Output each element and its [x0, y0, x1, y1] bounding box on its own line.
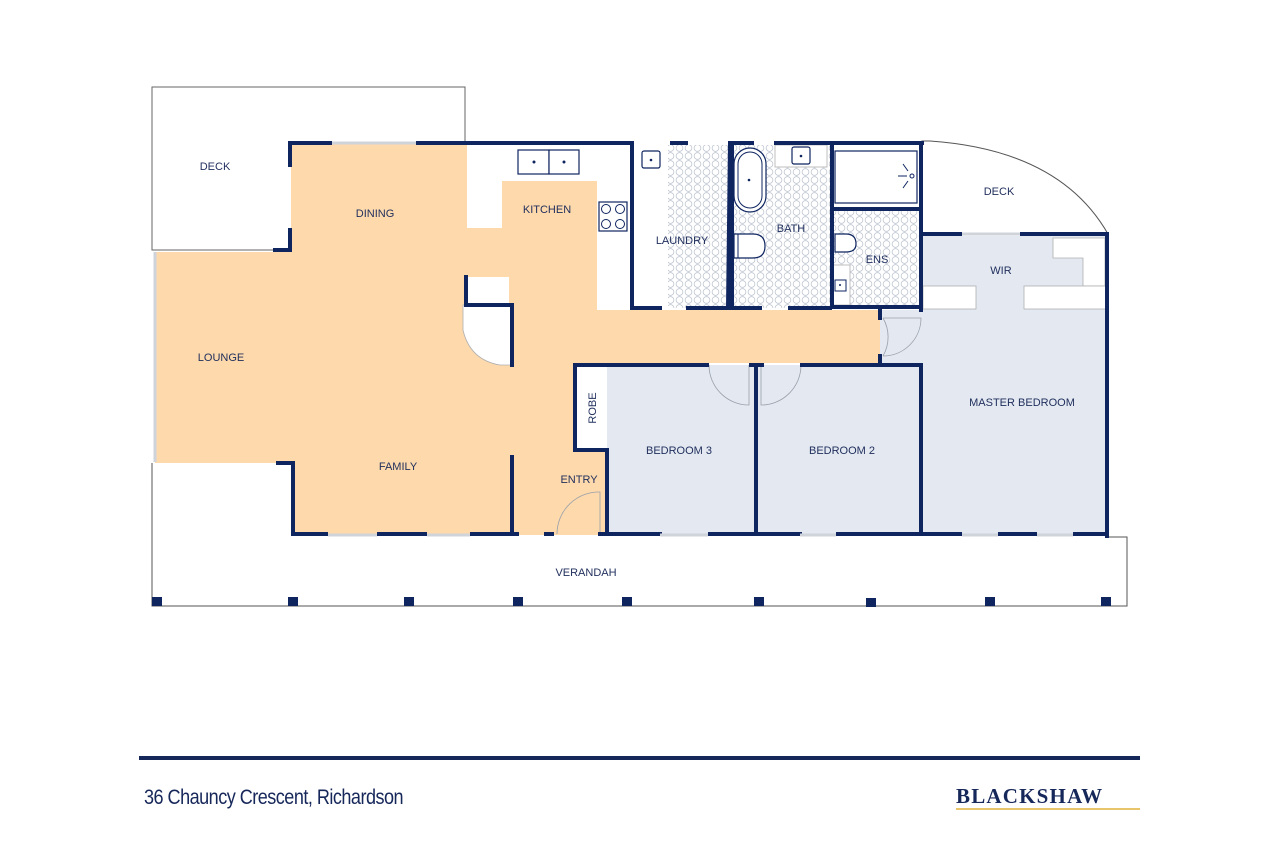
master-wir-floor [880, 236, 1107, 535]
laundry-tub-icon [641, 150, 661, 169]
brand-underline [956, 808, 1140, 810]
room-label-lounge: LOUNGE [198, 352, 244, 364]
room-label-laundry: LAUNDRY [656, 235, 709, 247]
door-swings [556, 317, 922, 535]
room-label-dining: DINING [356, 208, 395, 220]
room-label-bath: BATH [777, 223, 806, 235]
bathtub-icon [733, 147, 767, 213]
property-address: 36 Chauncy Crescent, Richardson [144, 786, 404, 809]
room-label-bedroom-2: BEDROOM 2 [809, 445, 875, 457]
room-label-robe: ROBE [587, 392, 599, 423]
bath-vanity-icon [774, 144, 828, 168]
windows [153, 141, 1073, 537]
room-label-wir: WIR [990, 265, 1011, 277]
laundry-floor [668, 145, 730, 308]
room-label-entry: ENTRY [560, 474, 598, 486]
cooktop-icon [598, 201, 628, 232]
living-area [155, 143, 880, 535]
room-label-family: FAMILY [379, 461, 418, 473]
brand-logo: BLACKSHAW [956, 784, 1104, 808]
walls [273, 140, 1109, 538]
room-label-kitchen: KITCHEN [523, 204, 571, 216]
shower-icon [834, 150, 918, 204]
room-label-bedroom-3: BEDROOM 3 [646, 445, 712, 457]
bedroom-3-floor [607, 365, 756, 535]
toilet-icon [733, 233, 766, 259]
kitchen-sink-icon [517, 149, 580, 175]
room-label-verandah: VERANDAH [555, 567, 616, 579]
ens-vanity-icon [832, 264, 851, 306]
bedroom-2-floor [756, 365, 921, 535]
footer-divider [139, 756, 1140, 760]
deck-right [921, 140, 1109, 235]
room-label-master-bedroom: MASTER BEDROOM [969, 397, 1075, 409]
room-label-deck-right: DECK [984, 186, 1015, 198]
room-label-ens: ENS [866, 254, 889, 266]
ens-toilet-icon [834, 233, 857, 253]
room-label-deck-left: DECK [200, 161, 231, 173]
